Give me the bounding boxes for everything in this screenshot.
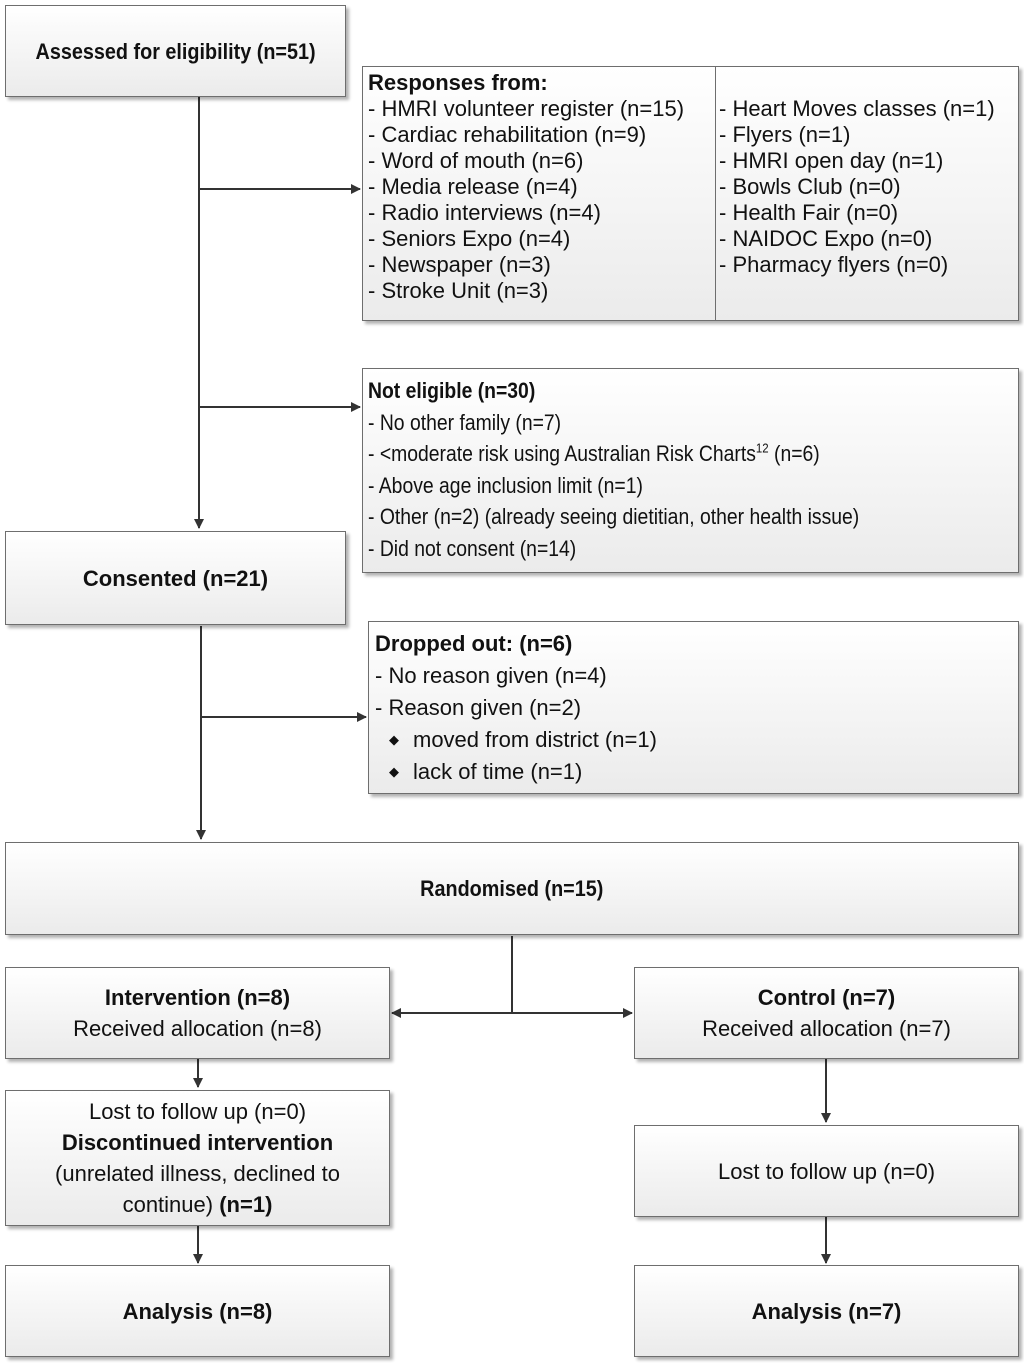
discontinued-continue-line: continue) (n=1) (123, 1189, 273, 1220)
dropped-out-list: Dropped out: (n=6) - No reason given (n=… (375, 628, 657, 788)
not-eligible-list: Not eligible (n=30) - No other family (n… (368, 375, 859, 564)
responses-left-item: - Newspaper (n=3) (368, 252, 551, 277)
responses-right-column: - Heart Moves classes (n=1) - Flyers (n=… (719, 96, 995, 278)
responses-heading: Responses from: (368, 70, 548, 95)
responses-right-item: - HMRI open day (n=1) (719, 148, 944, 173)
assessed-box: Assessed for eligibility (n=51) (5, 5, 346, 97)
discontinued-intervention: Discontinued intervention (61, 1130, 334, 1155)
intervention-lost-to-followup: Lost to follow up (n=0) (88, 1099, 307, 1124)
intervention-analysis-label: Analysis (n=8) (122, 1298, 273, 1324)
randomised-box: Randomised (n=15) (5, 842, 1019, 935)
diamond-bullet-icon: ◆ (389, 732, 399, 747)
risk-count: (n=6) (768, 441, 820, 466)
risk-text: - <moderate risk using Australian Risk C… (368, 441, 756, 466)
dropped-out-bullet-item: ◆ moved from district (n=1) (375, 724, 657, 756)
intervention-allocation: Received allocation (n=8) (73, 1016, 322, 1041)
responses-right-item: - Health Fair (n=0) (719, 200, 899, 225)
diamond-bullet-icon: ◆ (389, 764, 399, 779)
not-eligible-item: - Above age inclusion limit (n=1) (368, 472, 643, 498)
intervention-followup-box: Lost to follow up (n=0) Discontinued int… (5, 1090, 390, 1226)
dropped-out-item: - No reason given (n=4) (375, 663, 607, 688)
risk-reference: 12 (755, 440, 769, 456)
responses-left-item: - HMRI volunteer register (n=15) (368, 96, 685, 121)
responses-right-item: - Pharmacy flyers (n=0) (719, 252, 949, 277)
responses-right-item: - Bowls Club (n=0) (719, 174, 901, 199)
control-box: Control (n=7) Received allocation (n=7) (634, 967, 1019, 1059)
control-followup-box: Lost to follow up (n=0) (634, 1125, 1019, 1217)
dropped-out-bullet-item: ◆ lack of time (n=1) (375, 756, 657, 788)
bullet-text: moved from district (n=1) (413, 727, 657, 752)
discontinued-continue: continue) (122, 1192, 214, 1217)
control-allocation: Received allocation (n=7) (702, 1016, 951, 1041)
intervention-analysis-box: Analysis (n=8) (5, 1265, 390, 1357)
responses-right-item: - Flyers (n=1) (719, 122, 851, 147)
dropped-out-item: - Reason given (n=2) (375, 695, 582, 720)
control-lost-to-followup: Lost to follow up (n=0) (717, 1158, 936, 1184)
responses-left-item: - Radio interviews (n=4) (368, 200, 601, 225)
responses-left-item: - Word of mouth (n=6) (368, 148, 584, 173)
responses-left-item: - Media release (n=4) (368, 174, 578, 199)
responses-right-item: - NAIDOC Expo (n=0) (719, 226, 933, 251)
bullet-text: lack of time (n=1) (413, 759, 583, 784)
responses-left-column: Responses from: - HMRI volunteer registe… (368, 70, 684, 304)
control-title: Control (n=7) (757, 985, 896, 1010)
randomised-label: Randomised (n=15) (420, 876, 604, 901)
consented-box: Consented (n=21) (5, 531, 346, 625)
discontinued-reason: (unrelated illness, declined to (55, 1161, 340, 1186)
responses-left-item: - Cardiac rehabilitation (n=9) (368, 122, 647, 147)
consented-label: Consented (n=21) (82, 565, 269, 591)
dropped-out-box: Dropped out: (n=6) - No reason given (n=… (368, 621, 1019, 794)
responses-left-item: - Seniors Expo (n=4) (368, 226, 571, 251)
dropped-out-heading: Dropped out: (n=6) (375, 631, 573, 656)
responses-right-item: - Heart Moves classes (n=1) (719, 96, 995, 121)
intervention-title: Intervention (n=8) (104, 985, 291, 1010)
responses-divider (715, 67, 716, 320)
not-eligible-item: - No other family (n=7) (368, 409, 562, 435)
not-eligible-item-risk: - <moderate risk using Australian Risk C… (368, 438, 859, 470)
control-analysis-label: Analysis (n=7) (751, 1298, 902, 1324)
not-eligible-item: - Other (n=2) (already seeing dietitian,… (368, 504, 860, 529)
responses-left-item: - Stroke Unit (n=3) (368, 278, 549, 303)
control-analysis-box: Analysis (n=7) (634, 1265, 1019, 1357)
not-eligible-item: - Did not consent (n=14) (368, 535, 577, 561)
not-eligible-heading: Not eligible (n=30) (368, 378, 536, 403)
intervention-box: Intervention (n=8) Received allocation (… (5, 967, 390, 1059)
not-eligible-box: Not eligible (n=30) - No other family (n… (362, 368, 1019, 573)
assessed-label: Assessed for eligibility (n=51) (35, 38, 316, 64)
discontinued-count: (n=1) (219, 1192, 273, 1217)
responses-box: Responses from: - HMRI volunteer registe… (362, 66, 1019, 321)
